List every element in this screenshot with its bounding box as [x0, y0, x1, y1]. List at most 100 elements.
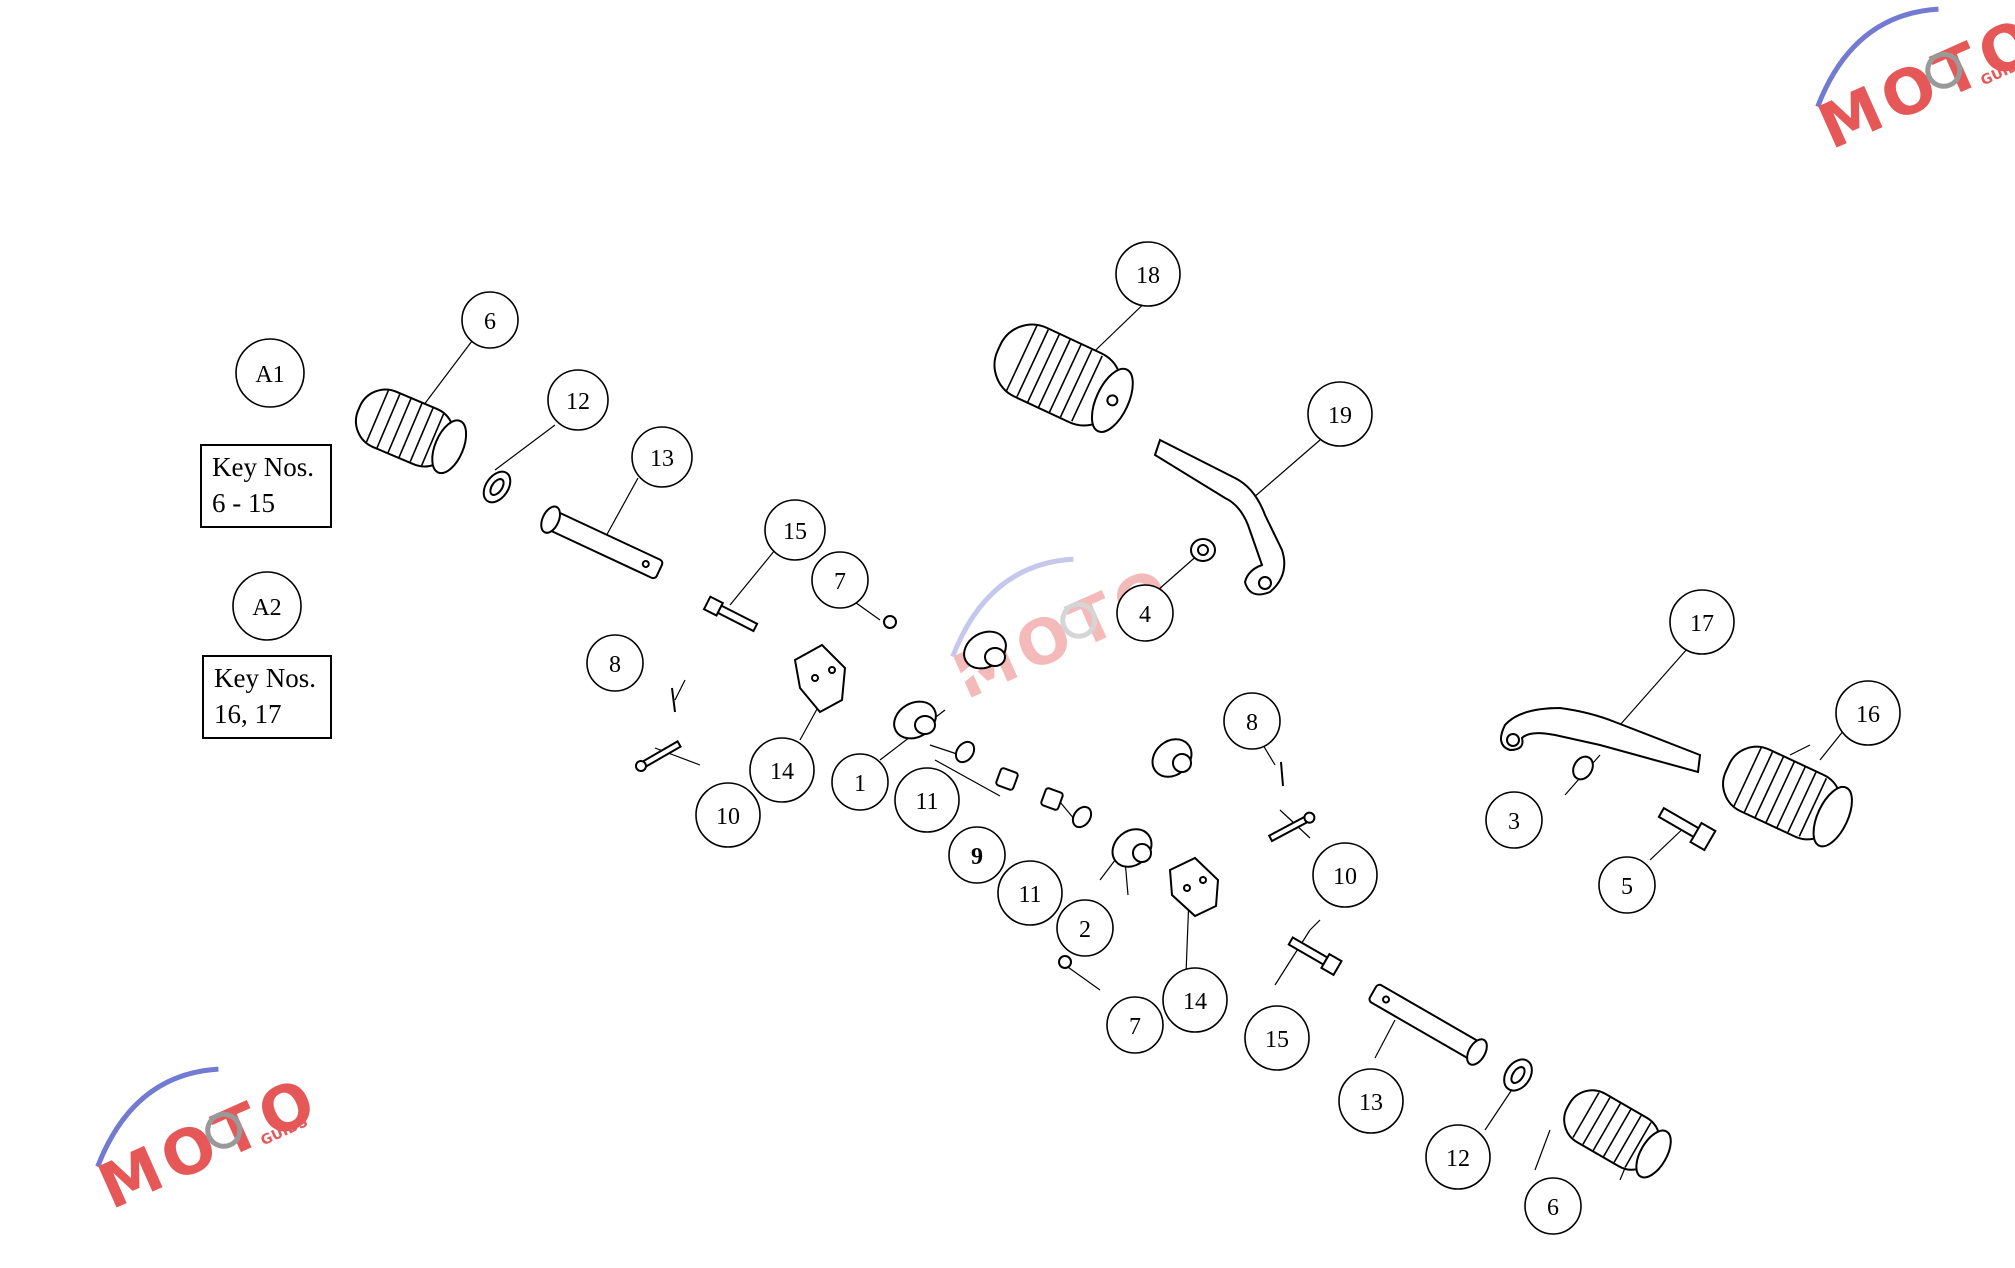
part-7-nut-right — [1058, 955, 1072, 969]
callout-9: 9 — [948, 826, 1006, 884]
callout-10-left: 10 — [695, 782, 761, 848]
part-13-pivot-pin-right — [1368, 983, 1488, 1066]
part-3-washer — [1572, 755, 1594, 781]
part-15-bolt-right — [1287, 936, 1343, 977]
part-13-pivot-pin-left — [540, 505, 664, 580]
svg-text:12: 12 — [1446, 1146, 1470, 1172]
svg-text:3: 3 — [1508, 809, 1520, 835]
part-11-washer-lower — [1071, 805, 1093, 829]
svg-text:MOTO: MOTO — [88, 1062, 331, 1224]
callout-8-left: 8 — [586, 634, 644, 692]
key-box-a1-title: Key Nos. — [212, 452, 314, 482]
callout-15-bottom: 15 — [1244, 1005, 1310, 1071]
callouts: 6 12 13 15 7 8 10 14 1 11 9 11 2 7 14 4 … — [232, 241, 1901, 1235]
callout-16: 16 — [1835, 680, 1901, 746]
svg-text:14: 14 — [1183, 989, 1207, 1015]
svg-text:A1: A1 — [255, 362, 284, 388]
key-box-a1-range: 6 - 15 — [212, 488, 275, 518]
svg-text:7: 7 — [834, 569, 846, 595]
part-9-bushes — [995, 767, 1064, 811]
callout-14-right: 14 — [1162, 967, 1228, 1033]
part-4-spacer — [1190, 538, 1216, 562]
key-box-a2: Key Nos. 16, 17 — [202, 655, 332, 739]
callout-6-top: 6 — [461, 291, 519, 349]
svg-text:9: 9 — [971, 844, 983, 870]
part-11-washer-upper — [954, 740, 976, 764]
svg-text:5: 5 — [1621, 874, 1633, 900]
callout-15-top: 15 — [764, 499, 826, 561]
callout-11-upper: 11 — [894, 767, 960, 833]
callout-12-top: 12 — [547, 369, 609, 431]
svg-text:11: 11 — [915, 789, 938, 815]
svg-text:18: 18 — [1136, 263, 1160, 289]
watermark-logo-top-right: MOTO GUIDS — [1808, 2, 2015, 164]
key-box-a1: Key Nos. 6 - 15 — [200, 444, 332, 528]
svg-text:10: 10 — [1333, 864, 1357, 890]
part-18-pillion-footrest-rubber — [993, 323, 1134, 433]
part-14-bracket-left — [793, 643, 847, 714]
part-5-bolt — [1657, 806, 1717, 852]
callout-1: 1 — [831, 753, 889, 811]
label-A2: A2 — [232, 571, 302, 641]
svg-text:11: 11 — [1018, 882, 1041, 908]
part-15-bolt-left — [702, 595, 759, 633]
callout-14-left: 14 — [749, 737, 815, 803]
part-12-washer-right — [1503, 1058, 1533, 1092]
part-12-washer-left — [482, 470, 512, 504]
svg-text:6: 6 — [1547, 1195, 1559, 1221]
part-16-footrest-rubber-pillion — [1722, 745, 1853, 848]
callout-18: 18 — [1115, 241, 1181, 307]
callout-13-top: 13 — [631, 426, 693, 488]
callout-7-top: 7 — [811, 551, 869, 609]
callout-3: 3 — [1485, 791, 1543, 849]
part-2-linkage-rod — [1111, 738, 1193, 868]
svg-text:2: 2 — [1079, 917, 1091, 943]
part-10-clevis-pin-right — [1267, 811, 1316, 843]
callout-17: 17 — [1669, 589, 1735, 655]
callout-6-bottom: 6 — [1524, 1177, 1582, 1235]
svg-text:8: 8 — [1246, 710, 1258, 736]
svg-text:17: 17 — [1690, 611, 1714, 637]
part-17-footrest-arm — [1500, 706, 1702, 774]
callout-4: 4 — [1116, 584, 1174, 642]
svg-text:15: 15 — [783, 519, 807, 545]
label-A1: A1 — [235, 338, 305, 408]
part-8-split-pin-right — [1280, 761, 1284, 787]
svg-text:6: 6 — [484, 309, 496, 335]
key-box-a2-range: 16, 17 — [214, 699, 282, 729]
callout-12-bottom: 12 — [1425, 1124, 1491, 1190]
key-box-a2-title: Key Nos. — [214, 663, 316, 693]
svg-text:7: 7 — [1129, 1014, 1141, 1040]
callout-19: 19 — [1307, 381, 1373, 447]
part-14-bracket-right — [1168, 856, 1220, 918]
svg-text:19: 19 — [1328, 403, 1352, 429]
part-7-nut-left — [883, 615, 897, 629]
part-10-clevis-pin-left — [634, 740, 682, 772]
part-19-pillion-footrest-arm — [1153, 438, 1286, 596]
svg-text:10: 10 — [716, 804, 740, 830]
part-6-footrest-rubber-left — [354, 388, 468, 475]
svg-text:14: 14 — [770, 759, 794, 785]
svg-text:16: 16 — [1856, 702, 1880, 728]
callout-2: 2 — [1056, 899, 1114, 957]
part-6-footrest-rubber-right — [1563, 1089, 1672, 1179]
callout-7-bottom: 7 — [1106, 996, 1164, 1054]
svg-text:15: 15 — [1265, 1027, 1289, 1053]
svg-text:13: 13 — [1359, 1090, 1383, 1116]
svg-text:13: 13 — [650, 446, 674, 472]
svg-text:4: 4 — [1139, 602, 1151, 628]
watermark-logo-bottom-left: MOTO GUIDS — [88, 1062, 331, 1224]
svg-text:12: 12 — [566, 389, 590, 415]
part-1-linkage-rod — [893, 630, 1007, 740]
svg-text:1: 1 — [854, 771, 866, 797]
callout-5: 5 — [1598, 856, 1656, 914]
callout-13-bottom: 13 — [1338, 1068, 1404, 1134]
svg-text:A2: A2 — [252, 595, 281, 621]
callout-10-right: 10 — [1312, 842, 1378, 908]
callout-8-right: 8 — [1223, 692, 1281, 750]
callout-11-lower: 11 — [997, 860, 1063, 926]
leader-lines — [419, 292, 1849, 1181]
part-8-split-pin-left — [671, 687, 676, 713]
svg-text:8: 8 — [609, 652, 621, 678]
